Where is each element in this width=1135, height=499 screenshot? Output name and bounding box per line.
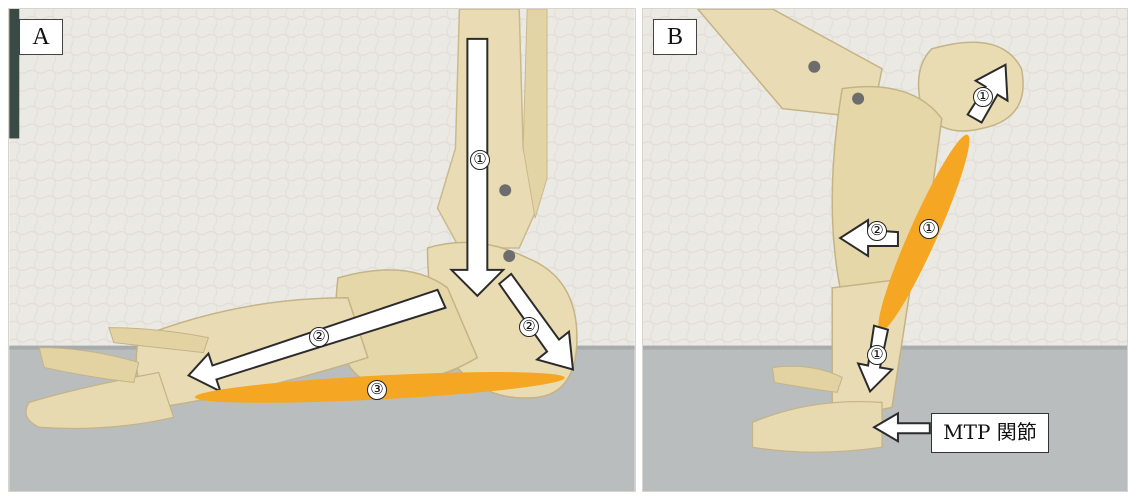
marker-heel-arrow: ① (973, 87, 993, 107)
photo-panel-a: A ① ② ② ③ (8, 8, 636, 492)
panel-letter-a: A (19, 19, 63, 55)
foot-skeleton-photo-b (643, 9, 1127, 491)
panel-letter-b: B (653, 19, 697, 55)
mtp-joint-label: MTP 関節 (931, 413, 1049, 453)
marker-plantar-band: ③ (367, 380, 387, 400)
marker-forefoot-arrow: ② (309, 327, 329, 347)
foot-skeleton-photo-a (9, 9, 635, 491)
marker-heel-arrow: ② (519, 317, 539, 337)
marker-vertical-arrow: ① (470, 150, 490, 170)
marker-midfoot-arrow: ② (867, 221, 887, 241)
marker-forefoot-arrow: ① (867, 345, 887, 365)
photo-panel-b: B ① ① ② ① MTP 関節 (642, 8, 1128, 492)
marker-plantar-band: ① (919, 219, 939, 239)
